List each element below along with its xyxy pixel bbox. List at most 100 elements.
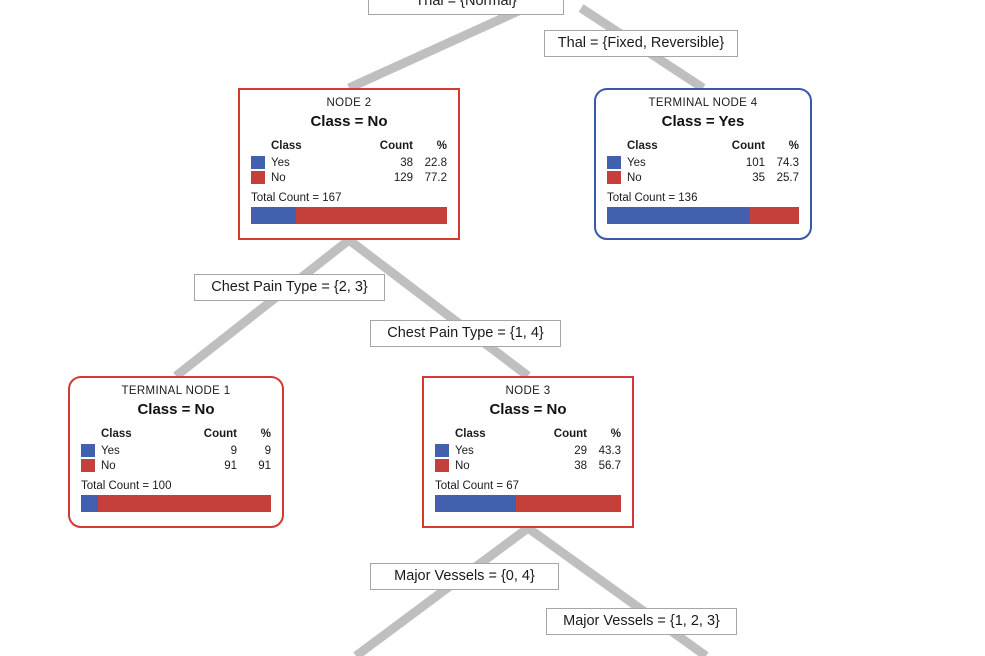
edge-label-text: Chest Pain Type = {1, 4}: [387, 325, 544, 342]
edge-label-cp-1-4[interactable]: Chest Pain Type = {1, 4}: [370, 320, 561, 347]
column-header-percent: %: [260, 428, 271, 441]
class-color-swatch-cell: [251, 155, 271, 170]
node-total-count: Total Count = 67: [435, 480, 520, 493]
node-predicted-class: Class = No: [310, 113, 388, 131]
node-distribution-bar: [435, 495, 621, 513]
edge-label-thal-fixed-rev[interactable]: Thal = {Fixed, Reversible}: [544, 30, 738, 57]
node-title: TERMINAL NODE 1: [121, 385, 231, 397]
column-header-count: Count: [203, 428, 237, 441]
column-header-percent: %: [436, 140, 447, 153]
distribution-bar-segment-no: [98, 495, 271, 513]
column-header-class: Class: [271, 140, 302, 153]
legend-swatch-icon: [81, 459, 95, 473]
class-percent-cell: 91: [258, 459, 271, 472]
legend-swatch-icon: [435, 459, 449, 473]
tree-edge-node3-to-next-left: [353, 524, 531, 656]
node-total-count: Total Count = 167: [251, 192, 342, 205]
swatch-header: [81, 428, 101, 443]
swatch-header: [607, 140, 627, 155]
legend-swatch-icon: [251, 156, 265, 170]
class-count-cell: 129: [393, 171, 413, 184]
legend-swatch-icon: [607, 156, 621, 170]
legend-swatch-icon: [251, 171, 265, 185]
edge-label-mv-1-2-3[interactable]: Major Vessels = {1, 2, 3}: [546, 608, 737, 635]
tree-edge-node3-to-next-right: [525, 524, 709, 656]
edge-label-text: Major Vessels = {1, 2, 3}: [563, 613, 720, 630]
class-count-cell: 91: [224, 459, 237, 472]
class-color-swatch-cell: [435, 443, 455, 458]
class-count-cell: 101: [745, 156, 765, 169]
class-percent-cell: 77.2: [424, 171, 447, 184]
class-count-cell: 29: [574, 444, 587, 457]
class-percent-cell: 74.3: [776, 156, 799, 169]
class-count-cell: 38: [574, 459, 587, 472]
tree-edge-node2-to-terminal-1: [173, 236, 352, 380]
class-color-swatch-cell: [607, 155, 627, 170]
class-percent-cell: 22.8: [424, 156, 447, 169]
node-distribution-bar: [251, 207, 447, 225]
edge-label-text: Thal = {Normal}: [415, 0, 517, 10]
edge-label-thal-normal[interactable]: Thal = {Normal}: [368, 0, 564, 15]
node-predicted-class: Class = No: [489, 401, 567, 419]
legend-swatch-icon: [81, 444, 95, 458]
node-distribution-bar: [607, 207, 799, 225]
class-color-swatch-cell: [435, 458, 455, 473]
edge-label-cp-2-3[interactable]: Chest Pain Type = {2, 3}: [194, 274, 385, 301]
column-header-count: Count: [731, 140, 765, 153]
class-name-cell: Yes: [627, 156, 646, 169]
legend-swatch-icon: [435, 444, 449, 458]
class-color-swatch-cell: [81, 458, 101, 473]
class-name-cell: No: [101, 459, 116, 472]
column-header-count: Count: [553, 428, 587, 441]
distribution-bar-segment-yes: [435, 495, 516, 513]
table-row: No 91 91: [81, 458, 271, 473]
class-name-cell: No: [627, 171, 642, 184]
class-count-cell: 9: [230, 444, 237, 457]
table-header-row: Class Count%: [81, 428, 271, 443]
column-header-class: Class: [101, 428, 132, 441]
class-color-swatch-cell: [251, 170, 271, 185]
edge-label-text: Major Vessels = {0, 4}: [394, 568, 535, 585]
legend-swatch-icon: [607, 171, 621, 185]
column-header-class: Class: [455, 428, 486, 441]
node-total-count: Total Count = 136: [607, 192, 698, 205]
class-name-cell: Yes: [271, 156, 290, 169]
distribution-bar-segment-yes: [607, 207, 750, 225]
class-count-cell: 38: [400, 156, 413, 169]
class-name-cell: Yes: [455, 444, 474, 457]
distribution-bar-segment-yes: [251, 207, 296, 225]
class-percent-cell: 25.7: [776, 171, 799, 184]
swatch-header: [251, 140, 271, 155]
node-distribution-bar: [81, 495, 271, 513]
tree-edge-root-to-node-2: [347, 3, 527, 93]
column-header-class: Class: [627, 140, 658, 153]
class-percent-cell: 43.3: [598, 444, 621, 457]
node-predicted-class: Class = No: [137, 401, 215, 419]
class-name-cell: No: [455, 459, 470, 472]
edge-label-text: Chest Pain Type = {2, 3}: [211, 279, 368, 296]
class-color-swatch-cell: [81, 443, 101, 458]
node-predicted-class: Class = Yes: [661, 113, 745, 131]
class-percent-cell: 56.7: [598, 459, 621, 472]
node-title: NODE 2: [326, 97, 372, 109]
node-title: NODE 3: [505, 385, 551, 397]
table-row: Yes 101 74.3: [607, 155, 799, 170]
distribution-bar-segment-no: [295, 207, 447, 225]
table-row: No 38 56.7: [435, 458, 621, 473]
edge-label-mv-0-4[interactable]: Major Vessels = {0, 4}: [370, 563, 559, 590]
node-total-count: Total Count = 100: [81, 480, 172, 493]
